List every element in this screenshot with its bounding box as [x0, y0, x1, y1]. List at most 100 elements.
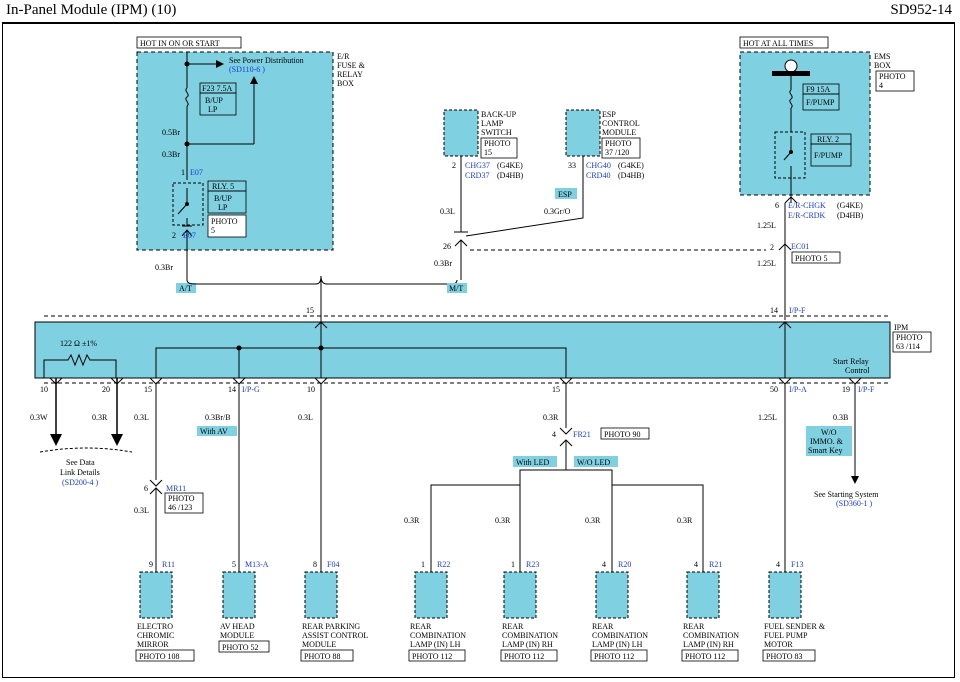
esp-l1: ESP [602, 110, 616, 119]
datalink-ref: (SD200-4 ) [62, 478, 99, 487]
wire-03r-d: 0.3R [495, 516, 511, 525]
fuse-f23-name1: B/UP [205, 96, 223, 105]
component-photo: PHOTO 108 [139, 652, 180, 661]
esp-c2: CRD40 [586, 171, 610, 180]
relay5-photo2: 5 [211, 226, 215, 235]
mr11-photo1: PHOTO [168, 494, 195, 503]
pin-b10b: 10 [307, 385, 315, 394]
wire-03w: 0.3W [30, 413, 48, 422]
component-label: MODULE [220, 631, 254, 640]
relay5-name2: LP [218, 203, 228, 212]
component-connector: R20 [618, 560, 631, 569]
backup-l2: LAMP [481, 119, 504, 128]
component-box [222, 571, 256, 619]
ipf-label: I/P-F [858, 385, 875, 394]
component-label: FUEL SENDER & [764, 622, 826, 631]
ec01-photo: PHOTO 5 [795, 254, 828, 263]
er-box-label-2: FUSE & [337, 61, 366, 70]
relay5-name1: B/UP [214, 194, 232, 203]
see-power-ref: (SD110-6 ) [229, 65, 265, 74]
mr11-id: MR11 [166, 484, 186, 493]
pin-b15: 15 [144, 385, 152, 394]
component-label: COMBINATION [592, 631, 648, 640]
datalink-l1: See Data [66, 458, 95, 467]
wire-03r-f: 0.3R [677, 516, 693, 525]
esp-photo2: 37 /120 [605, 148, 629, 157]
pin-26: 26 [443, 242, 451, 251]
wire-03r-e: 0.3R [585, 516, 601, 525]
relay-5 [172, 182, 204, 226]
esp-photo1: PHOTO [605, 139, 632, 148]
component-photo-box [408, 649, 466, 662]
esp-c2v: (D4HB) [618, 171, 645, 180]
wire-03r-c: 0.3R [404, 516, 420, 525]
ipm-relay-ctrl1: Start Relay [833, 357, 869, 366]
wire-05br: 0.5Br [162, 128, 180, 137]
component-photo-box [762, 649, 816, 662]
component-label: MOTOR [764, 640, 793, 649]
pin-c4c: 4 [776, 560, 780, 569]
component-label: REAR [502, 622, 524, 631]
fr21-id: FR21 [573, 430, 591, 439]
conn-e07-b: E07 [183, 231, 196, 240]
pin-2c: 2 [770, 243, 774, 252]
component-box [414, 571, 448, 619]
pin-4: 4 [552, 430, 556, 439]
component-label: COMBINATION [502, 631, 558, 640]
ipm-module [34, 321, 891, 379]
backup-photo1: PHOTO [484, 139, 511, 148]
component-connector: R23 [526, 560, 539, 569]
wire-03gro: 0.3Gr/O [544, 207, 571, 216]
component-connector: R22 [437, 560, 450, 569]
esp-module [565, 109, 601, 157]
page-code: SD952-14 [890, 2, 952, 18]
component-label: COMBINATION [410, 631, 466, 640]
component-box [686, 571, 720, 619]
component-label: FUEL PUMP [764, 631, 808, 640]
pin-6: 6 [775, 201, 779, 210]
pin-15-top: 15 [306, 306, 314, 315]
pin-b10: 10 [40, 385, 48, 394]
wire-03l-b: 0.3L [134, 413, 149, 422]
component-photo-box [218, 640, 270, 653]
wire-03br-a: 0.3Br [162, 150, 180, 159]
diagram-frame [2, 22, 955, 678]
ip-f-top: I/P-F [789, 306, 806, 315]
component-label: LAMP (IN) LH [410, 640, 461, 649]
component-connector: M13-A [245, 560, 269, 569]
datalink-l2: Link Details [60, 468, 100, 477]
backup-photo2: 15 [484, 148, 492, 157]
immo-l3: Smart Key [808, 446, 842, 455]
component-box [503, 571, 537, 619]
pin-b15b: 15 [552, 385, 560, 394]
ems-c2v: (D4HB) [837, 211, 864, 220]
fr21-photo: PHOTO 90 [604, 430, 641, 439]
pin-c5: 5 [232, 560, 236, 569]
ems-box-l1: EMS [874, 52, 890, 61]
wire-03l-c: 0.3L [134, 506, 149, 515]
mr11-photo2: 46 /123 [168, 503, 192, 512]
starting-l1: See Starting System [814, 490, 879, 499]
fuse-f23-id: F23 7.5A [202, 84, 232, 93]
conn-e07-a: E07 [190, 168, 203, 177]
pin-2b: 2 [452, 161, 456, 170]
wire-03l-a: 0.3L [440, 207, 455, 216]
component-box [768, 571, 802, 619]
hot-run-label: HOT IN ON OR START [140, 39, 220, 48]
pin-c4b: 4 [694, 560, 698, 569]
fuse-f9-name: F/PUMP [806, 98, 835, 107]
fuse-f23-name2: LP [208, 105, 218, 114]
relay2-id: RLY. 2 [817, 135, 839, 144]
esp-l2: CONTROL [602, 119, 640, 128]
component-photo-box [590, 649, 648, 662]
starting-ref: (SD360-1 ) [836, 499, 873, 508]
component-label: ASSIST CONTROL [302, 631, 368, 640]
component-photo: PHOTO 112 [504, 652, 544, 661]
pin-b50: 50 [770, 385, 778, 394]
component-photo: PHOTO 83 [766, 652, 803, 661]
ipa-label: I/P-A [789, 385, 807, 394]
backup-lamp-switch [443, 109, 479, 157]
component-label: LAMP (IN) RH [502, 640, 553, 649]
component-label: COMBINATION [683, 631, 739, 640]
